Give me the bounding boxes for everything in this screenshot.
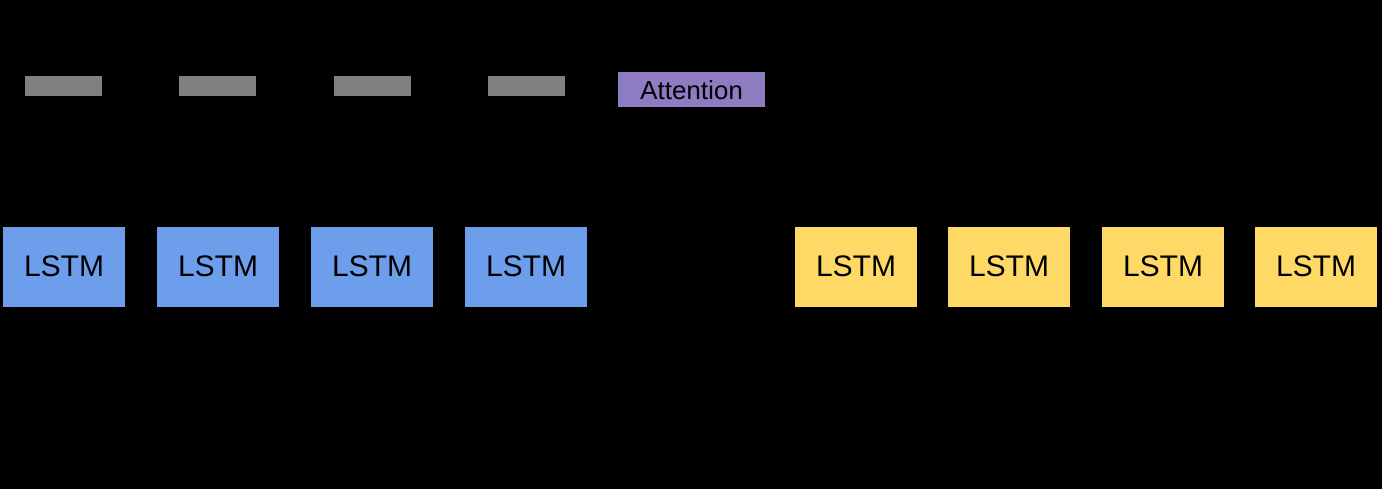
decoder-lstm-label: LSTM: [815, 250, 896, 283]
attention-box: Attention: [618, 72, 765, 107]
hidden-state-bar: [179, 76, 256, 96]
encoder-lstm-box: LSTM: [3, 227, 125, 307]
decoder-lstm-label: LSTM: [968, 250, 1049, 283]
encoder-lstm-box: LSTM: [157, 227, 279, 307]
encoder-lstm-label: LSTM: [23, 250, 104, 283]
encoder-lstm-box: LSTM: [311, 227, 433, 307]
attention-label: Attention: [640, 74, 743, 105]
hidden-state-bar: [488, 76, 565, 96]
decoder-lstm-box: LSTM: [1255, 227, 1377, 307]
encoder-lstm-label: LSTM: [485, 250, 566, 283]
encoder-lstm-label: LSTM: [331, 250, 412, 283]
encoder-lstm-box: LSTM: [465, 227, 587, 307]
decoder-lstm-box: LSTM: [795, 227, 917, 307]
hidden-state-bar: [334, 76, 411, 96]
hidden-state-bar: [25, 76, 102, 96]
decoder-lstm-label: LSTM: [1122, 250, 1203, 283]
encoder-lstm-label: LSTM: [177, 250, 258, 283]
decoder-lstm-box: LSTM: [1102, 227, 1224, 307]
decoder-lstm-label: LSTM: [1275, 250, 1356, 283]
decoder-lstm-box: LSTM: [948, 227, 1070, 307]
